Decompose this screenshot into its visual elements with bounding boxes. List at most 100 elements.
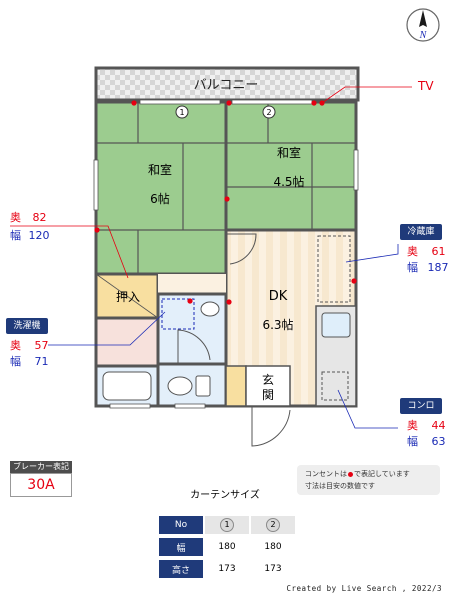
window-number-1: 1: [179, 108, 184, 117]
curtain-header-width: 幅: [159, 538, 203, 556]
curtain-height-2: 173: [264, 564, 282, 574]
fridge-width-label: 幅: [407, 261, 418, 274]
oshiire-label: 押入: [116, 290, 140, 304]
balcony-label: バルコニー: [194, 78, 259, 93]
washer-callout-line: [48, 311, 166, 346]
curtain-width-2: 180: [264, 542, 282, 552]
stove-callout-line: [337, 389, 398, 429]
room2-name: 和室: [277, 145, 301, 160]
note-line1-a: コンセントは: [305, 470, 347, 478]
washer-width-row: 幅 71: [10, 355, 49, 369]
stove-width-value: 63: [431, 435, 446, 448]
genkan-label-1: 玄: [262, 372, 274, 387]
washer-depth-value: 57: [34, 339, 49, 352]
compass-north-label: N: [419, 30, 428, 41]
washer-space: [161, 298, 195, 330]
fridge-width-row: 幅 187: [407, 261, 449, 275]
washroom-door-swing: [177, 329, 211, 364]
curtain-no-1-label: 1: [220, 518, 234, 532]
washer-width-label: 幅: [10, 355, 21, 368]
room2-size: 4.5帖: [273, 174, 304, 189]
closet-dimensions: 奥 82: [10, 211, 47, 225]
compass: N: [406, 8, 440, 42]
closet-width-row: 幅 120: [10, 229, 50, 243]
fridge-width-value: 187: [427, 261, 449, 274]
breaker-value: 30A: [10, 473, 72, 497]
tv-callout-line: [321, 86, 412, 104]
shoe-cabinet: [225, 365, 247, 407]
room-washitsu-4-5: [224, 100, 358, 232]
stove-width-label: 幅: [407, 435, 418, 448]
outlet-icon: [224, 196, 230, 202]
outlet-icon: [131, 100, 137, 106]
curtain-height-1: 173: [218, 564, 236, 574]
room-washitsu-6: [94, 100, 228, 276]
outlet-icon: [226, 299, 232, 305]
stove-depth-value: 44: [431, 419, 446, 432]
room1-name: 和室: [148, 162, 172, 177]
room1-size: 6帖: [150, 191, 170, 206]
washer-depth-row: 奥 57: [10, 339, 49, 353]
credit: Created by Live Search , 2022/3: [286, 584, 442, 593]
washer-width-value: 71: [34, 355, 49, 368]
note-line2: 寸法は目安の数値です: [305, 482, 375, 490]
curtain-header-no: No: [159, 516, 203, 534]
washer-depth-label: 奥: [10, 339, 21, 352]
genkan: [245, 365, 291, 407]
windows: [93, 99, 359, 409]
closet-depth-value: 82: [32, 211, 47, 224]
curtain-no-2-label: 2: [266, 518, 280, 532]
toilet-tank: [195, 375, 211, 397]
dk-size: 6.3帖: [262, 317, 293, 332]
breaker-label: ブレーカー表記: [10, 461, 72, 473]
hallway: [158, 274, 226, 294]
outlet-legend-icon: [348, 471, 353, 477]
curtain-table: No 1 2 幅 180 180 高さ 173 173: [157, 512, 297, 582]
closet-width-value: 120: [28, 229, 50, 242]
sink: [321, 312, 351, 338]
oshiire-diagonal: [95, 273, 159, 319]
tv-label: TV: [418, 79, 434, 93]
outlets: [94, 100, 357, 305]
curtain-no-1: 1: [205, 516, 249, 534]
outlet-icon: [311, 100, 317, 106]
closet-callout-line: [10, 225, 129, 279]
washroom: [94, 316, 160, 368]
window-number-2-icon: [262, 105, 276, 119]
fridge-depth-value: 61: [431, 245, 446, 258]
note-line1-b: で表記しています: [354, 470, 410, 478]
fridge-depth-label: 奥: [407, 245, 418, 258]
outlet-icon: [94, 227, 100, 233]
outlet-icon: [187, 298, 193, 304]
floor-plan-walls: [94, 100, 358, 447]
closet-width-label: 幅: [10, 229, 21, 242]
window-number-2: 2: [266, 108, 271, 117]
table-row: No 1 2: [159, 516, 295, 534]
window-number-1-icon: [175, 105, 189, 119]
entrance-door-swing: [251, 406, 291, 447]
table-row: 幅 180 180: [159, 538, 295, 556]
dk-name: DK: [269, 289, 288, 304]
table-row: 高さ 173 173: [159, 560, 295, 578]
washer-tag: 洗濯機: [6, 318, 48, 334]
stove-tag: コンロ: [400, 398, 442, 414]
stove-depth-row: 奥 44: [407, 419, 446, 433]
compass-needle-icon: [419, 10, 427, 27]
curtain-title: カーテンサイズ: [190, 490, 260, 501]
legend-note: コンセントはで表記しています 寸法は目安の数値です: [297, 465, 440, 495]
bathtub: [102, 371, 152, 401]
curtain-header-height: 高さ: [159, 560, 203, 578]
curtain-width-1: 180: [218, 542, 236, 552]
stove-depth-label: 奥: [407, 419, 418, 432]
fridge-depth-row: 奥 61: [407, 245, 446, 259]
toilet: [167, 376, 193, 396]
closet-depth-label: 奥: [10, 211, 21, 224]
genkan-label-2: 関: [262, 388, 274, 402]
fridge-callout-line: [345, 244, 399, 263]
curtain-no-2: 2: [251, 516, 295, 534]
fridge-space: [317, 235, 351, 303]
balcony: [94, 66, 360, 102]
stove-width-row: 幅 63: [407, 435, 446, 449]
wash-basin: [200, 301, 220, 317]
